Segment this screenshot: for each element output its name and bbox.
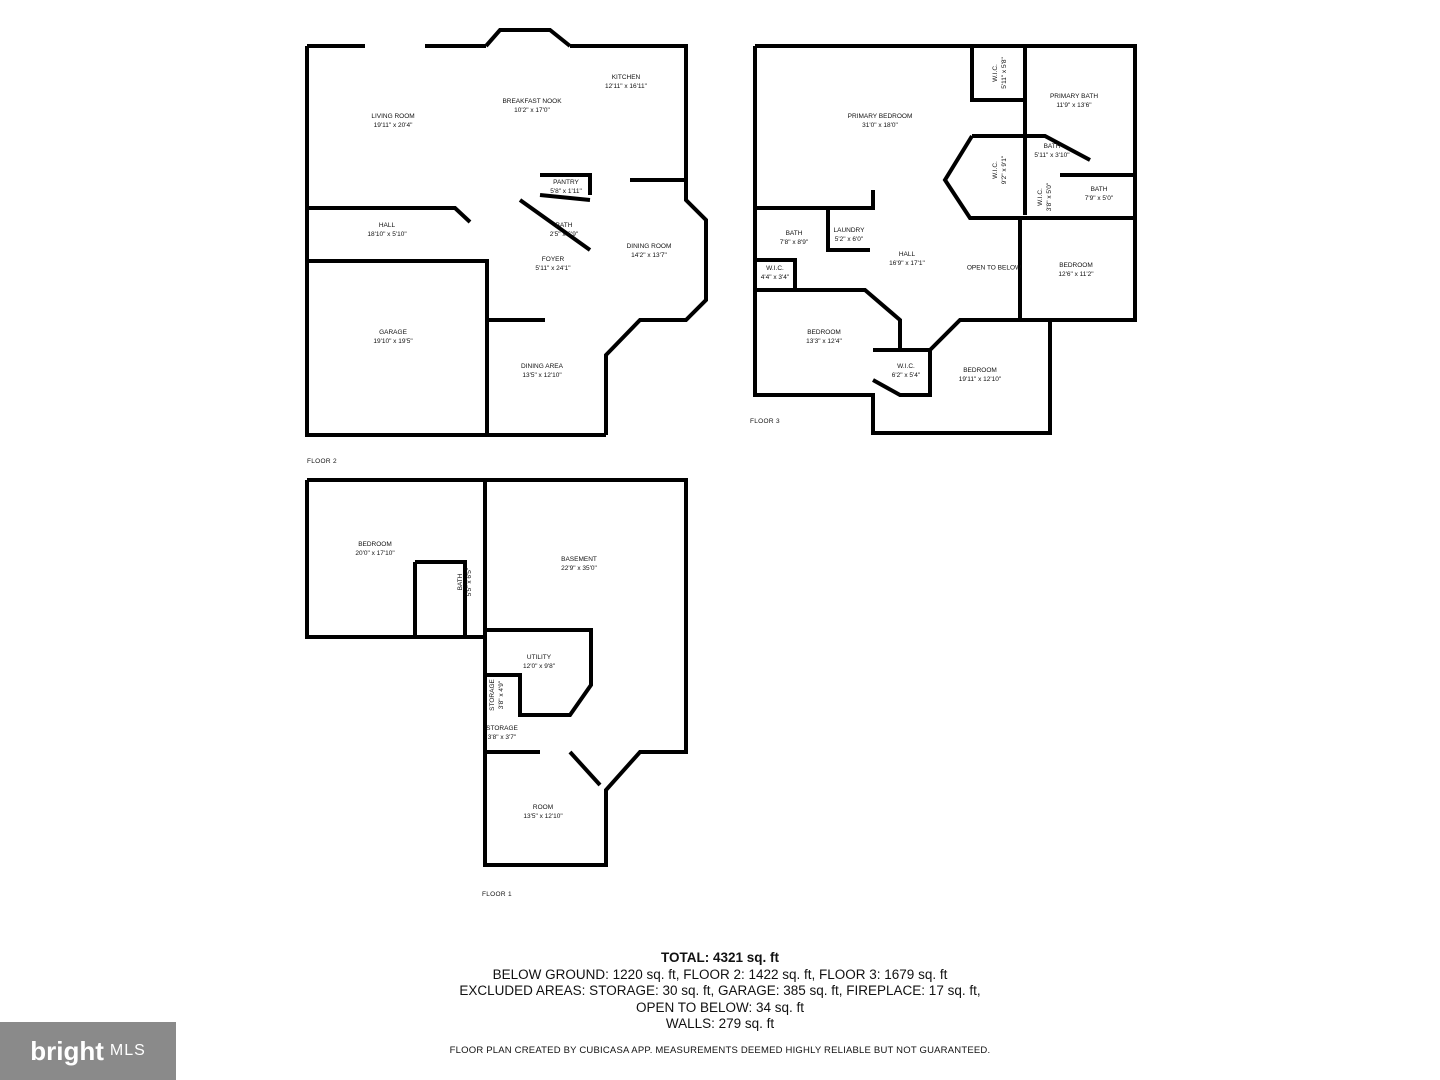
area-breakdown: BELOW GROUND: 1220 sq. ft, FLOOR 2: 1422… [492, 966, 948, 982]
room-wic: W.I.C.3'8" x 5'0" [1037, 182, 1053, 212]
open-to-below-area: OPEN TO BELOW: 34 sq. ft [635, 999, 805, 1015]
floor-label: FLOOR 2 [307, 458, 337, 465]
room-wic: W.I.C.5'11" x 5'8" [992, 57, 1008, 89]
walls-area: WALLS: 279 sq. ft [665, 1016, 775, 1031]
room-open-to-below: OPEN TO BELOW [966, 264, 1022, 272]
logo-text: bright [30, 1035, 104, 1066]
floor-3-walls [753, 44, 1137, 435]
floor-label: FLOOR 1 [482, 891, 512, 898]
floor-1-walls [305, 478, 688, 867]
area-summary: TOTAL: 4321 sq. ft BELOW GROUND: 1220 sq… [0, 950, 1440, 1033]
room-wic: W.I.C.4'4" x 3'4" [760, 265, 790, 281]
total-area: TOTAL: 4321 sq. ft [660, 950, 780, 965]
bright-mls-logo: bright MLS [0, 1022, 176, 1080]
room-wic: W.I.C.6'2" x 5'4" [891, 363, 921, 379]
floor-2-walls [305, 28, 708, 437]
room-wic: W.I.C.9'2" x 9'1" [992, 155, 1008, 185]
logo-mls-text: MLS [109, 1042, 146, 1059]
excluded-areas: EXCLUDED AREAS: STORAGE: 30 sq. ft, GARA… [459, 983, 981, 998]
floor-label: FLOOR 3 [750, 418, 780, 425]
disclaimer: FLOOR PLAN CREATED BY CUBICASA APP. MEAS… [449, 1045, 991, 1056]
